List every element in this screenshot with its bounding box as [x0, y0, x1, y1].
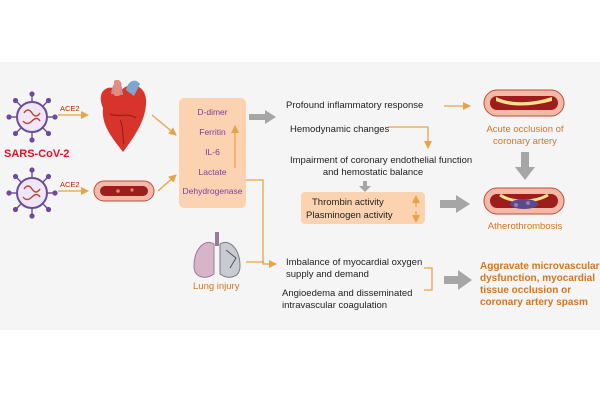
endothelial-to-thrombin-arrow — [359, 181, 371, 192]
plasminogen-label: Plasminogen activity — [306, 210, 393, 221]
aggravate-label-line4: coronary artery spasm — [480, 297, 588, 308]
thrombin-label: Thrombin activity — [312, 197, 384, 208]
vessel-to-markers-arrow — [157, 174, 177, 192]
heart-to-markers-arrow — [151, 114, 177, 136]
imbalance-label-line1: Imbalance of myocardial oxygen — [286, 257, 423, 268]
angioedema-label-line2: intravascular coagulation — [282, 300, 388, 311]
ace2-label-bottom: ACE2 — [60, 180, 80, 189]
biomarker-il6: IL-6 — [205, 147, 220, 157]
virus-label: SARS-CoV-2 — [4, 148, 70, 160]
lung-injury-label: Lung injury — [193, 281, 240, 292]
angioedema-label-line1: Angioedema and disseminated — [282, 288, 413, 299]
thrombin-box — [301, 192, 425, 224]
occluded-artery-icon — [483, 89, 565, 117]
endothelial-label-line1: Impairment of coronary endothelial funct… — [290, 155, 473, 166]
markers-to-imbalance-line — [246, 179, 277, 268]
heart-icon — [100, 80, 147, 152]
virus-bottom-icon — [6, 167, 58, 219]
aggravate-label-line3: tissue occlusion or — [480, 285, 572, 296]
aggravate-label-line1: Aggravate microvascular — [480, 261, 600, 272]
virus-top-icon — [6, 91, 58, 143]
biomarker-lactate: Lactate — [198, 167, 227, 177]
thrombin-to-athero-arrow — [440, 195, 470, 213]
markers-to-inflammatory-arrow — [249, 110, 276, 124]
acute-occlusion-label-line1: Acute occlusion of — [486, 124, 564, 135]
atherothrombosis-label: Atherothrombosis — [487, 221, 563, 232]
biomarker-box — [179, 98, 246, 208]
bottom-bracket — [424, 267, 433, 291]
endothelial-label-line2: and hemostatic balance — [322, 167, 424, 178]
aggravate-label-line2: dysfunction, myocardial — [480, 273, 596, 284]
biomarker-d-dimer: D-dimer — [197, 107, 228, 117]
ace2-label-top: ACE2 — [60, 104, 80, 113]
acute-occlusion-label-line2: coronary artery — [493, 136, 557, 147]
lung-icon — [193, 232, 241, 278]
biomarker-dehydrogenase: Dehydrogenase — [182, 186, 243, 196]
imbalance-label-line2: supply and demand — [286, 269, 369, 280]
atherothrombosis-icon — [483, 187, 565, 215]
biomarker-ferritin: Ferritin — [199, 127, 226, 137]
occlusion-to-athero-arrow — [515, 152, 535, 180]
bottom-to-aggravate-arrow — [444, 270, 472, 290]
hemodynamic-down-arrow — [388, 126, 432, 149]
inflammatory-label: Profound inflammatory response — [286, 100, 424, 111]
hemodynamic-label: Hemodynamic changes — [290, 124, 390, 135]
blood-vessel-icon — [93, 180, 155, 202]
